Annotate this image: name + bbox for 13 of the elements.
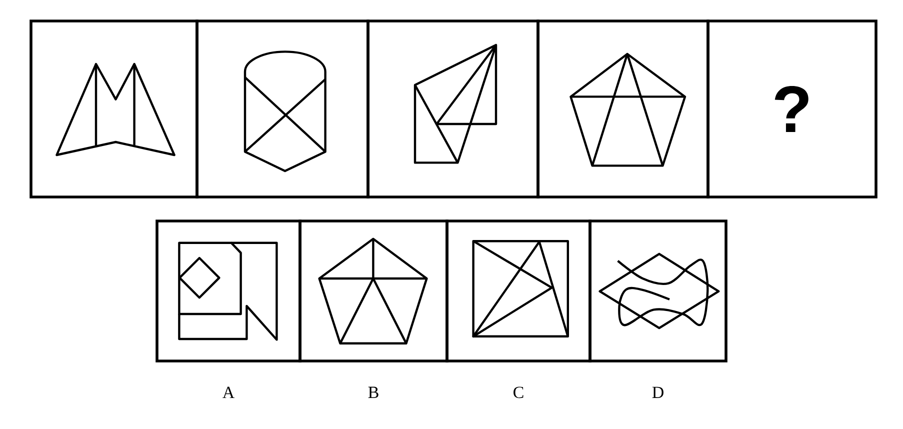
option-letter: A xyxy=(222,386,235,398)
figure-cell xyxy=(196,20,370,198)
figure-cell xyxy=(588,220,728,362)
question-mark-cell: ? xyxy=(706,20,878,198)
option-letter: C xyxy=(514,386,524,398)
figure-cell xyxy=(366,20,540,198)
figure-cell xyxy=(298,220,448,362)
option-letter: D xyxy=(652,386,664,398)
option-letter: B xyxy=(368,386,378,398)
figure-cell xyxy=(446,220,592,362)
figure-cell xyxy=(156,220,302,362)
figure-cell xyxy=(536,20,710,198)
figure-cell xyxy=(30,20,198,198)
